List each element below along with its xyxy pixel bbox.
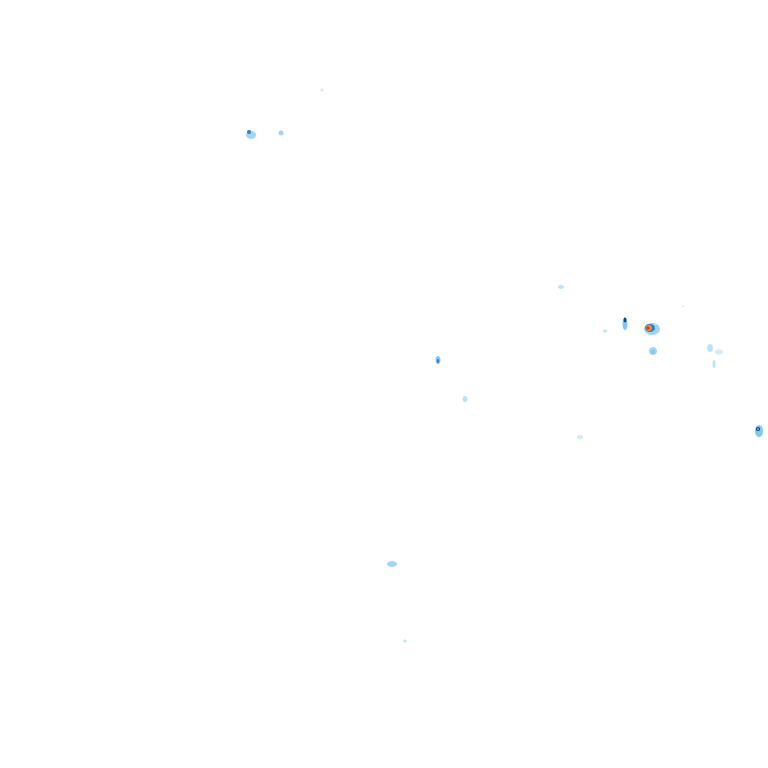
rain-cell [462,396,468,402]
rain-cell [603,329,607,333]
rain-cell [649,347,657,355]
rain-cell [320,88,324,92]
rain-cell [577,435,583,439]
rain-cell [387,561,397,567]
rain-cell [682,305,684,307]
rain-cell [278,130,284,136]
rain-cell [246,130,256,139]
storm-cell-intense [644,323,660,335]
rain-cell [403,639,407,643]
rain-cell [707,344,723,368]
rain-cell [622,317,628,330]
rain-cell [558,285,564,289]
rain-cell [755,425,763,437]
rain-cell [435,356,441,364]
